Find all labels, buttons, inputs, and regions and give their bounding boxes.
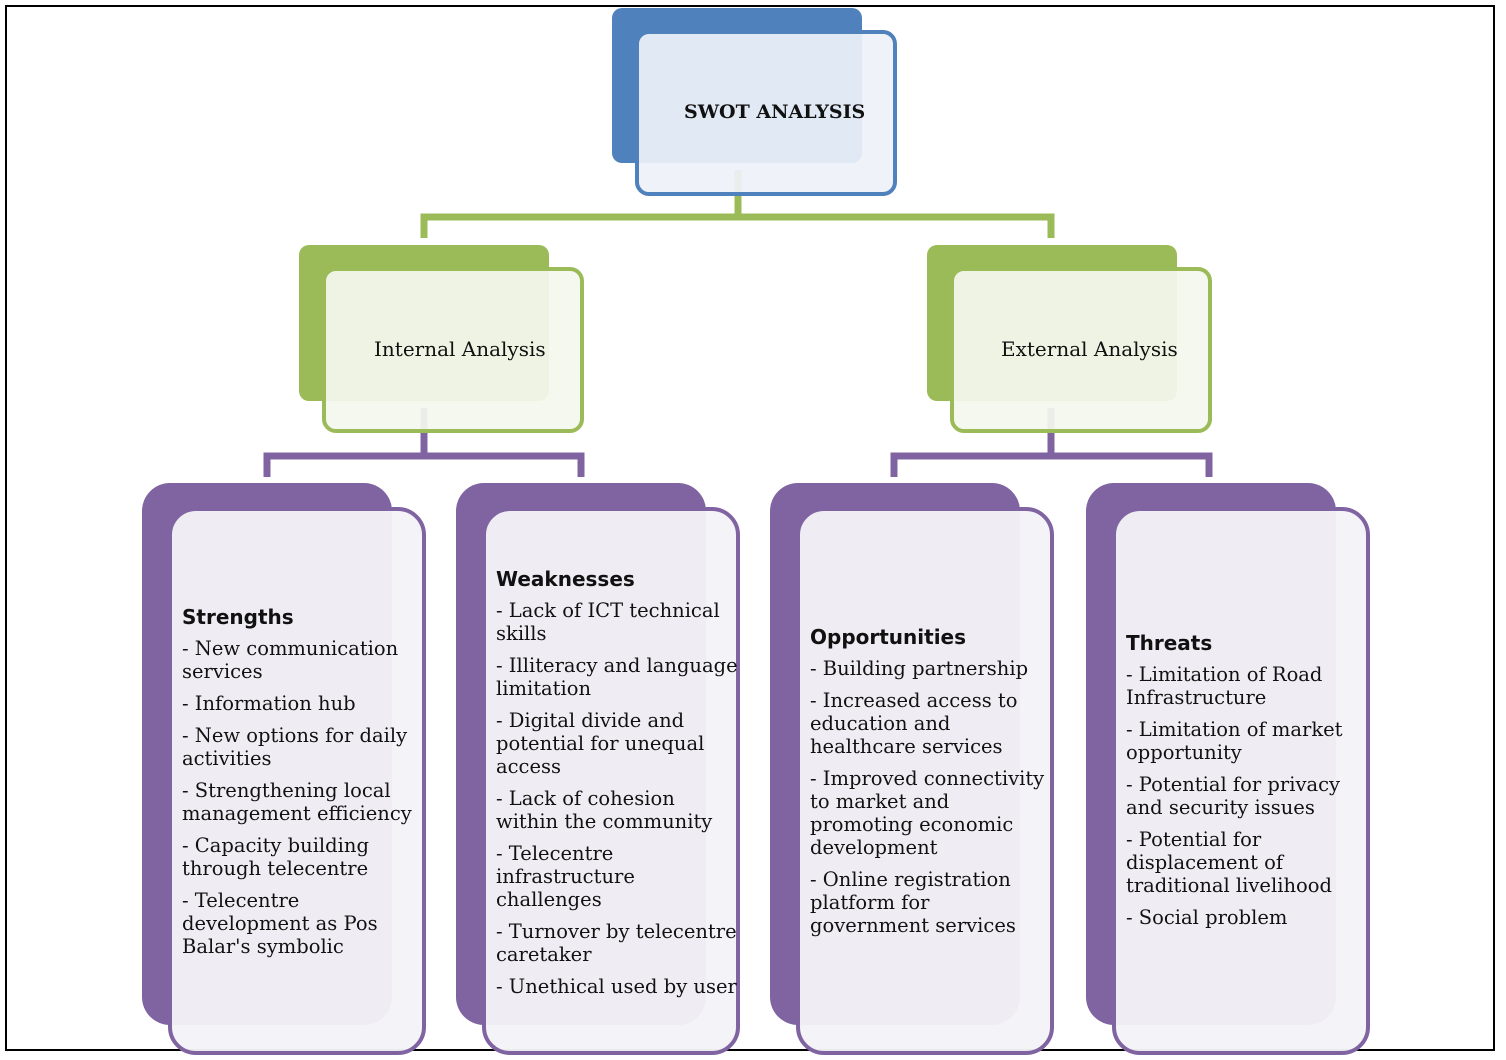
strengths-item: - Telecentre development as Pos Balar's … bbox=[182, 889, 378, 958]
strengths-item: - New communication services bbox=[182, 637, 399, 683]
node-front-panel bbox=[950, 267, 1212, 433]
threats-content: Threats - Limitation of Road Infrastruct… bbox=[1126, 632, 1370, 938]
swot-analysis-title: SWOT ANALYSIS bbox=[684, 101, 866, 123]
threats-item: - Social problem bbox=[1126, 906, 1288, 929]
opportunities-content: Opportunities - Building partnership - I… bbox=[810, 626, 1054, 946]
threats-node: Threats - Limitation of Road Infrastruct… bbox=[1086, 483, 1370, 1055]
internal-analysis-node: Internal Analysis bbox=[299, 245, 584, 433]
weaknesses-item: - Turnover by telecentre caretaker bbox=[496, 920, 737, 966]
opportunities-item: - Online registration platform for gover… bbox=[810, 868, 1016, 937]
external-analysis-node: External Analysis bbox=[927, 245, 1212, 433]
weaknesses-heading: Weaknesses bbox=[496, 567, 635, 591]
internal-analysis-label: Internal Analysis bbox=[374, 337, 546, 361]
threats-item: - Potential for privacy and security iss… bbox=[1126, 773, 1341, 819]
strengths-item: - Capacity building through telecentre bbox=[182, 834, 369, 880]
node-front-panel bbox=[168, 507, 426, 1055]
strengths-item: - New options for daily activities bbox=[182, 724, 408, 770]
strengths-item: - Information hub bbox=[182, 692, 356, 715]
strengths-item: - Strengthening local management efficie… bbox=[182, 779, 412, 825]
opportunities-node: Opportunities - Building partnership - I… bbox=[770, 483, 1054, 1055]
threats-item: - Limitation of market opportunity bbox=[1126, 718, 1343, 764]
node-front-panel bbox=[1112, 507, 1370, 1055]
threats-item: - Potential for displacement of traditio… bbox=[1126, 828, 1332, 897]
opportunities-heading: Opportunities bbox=[810, 625, 967, 649]
swot-analysis-node: SWOT ANALYSIS bbox=[612, 8, 897, 196]
weaknesses-item: - Illiteracy and language limitation bbox=[496, 654, 738, 700]
weaknesses-item: - Lack of cohesion within the community bbox=[496, 787, 713, 833]
node-front-panel bbox=[482, 507, 740, 1055]
weaknesses-node: Weaknesses - Lack of ICT technical skill… bbox=[456, 483, 740, 1055]
opportunities-item: - Building partnership bbox=[810, 657, 1029, 680]
weaknesses-item: - Digital divide and potential for unequ… bbox=[496, 709, 705, 778]
node-front-panel bbox=[322, 267, 584, 433]
weaknesses-item: - Unethical used by user bbox=[496, 975, 737, 998]
weaknesses-item: - Lack of ICT technical skills bbox=[496, 599, 720, 645]
strengths-node: Strengths - New communication services -… bbox=[142, 483, 426, 1055]
diagram-frame bbox=[5, 5, 1495, 1051]
opportunities-item: - Increased access to education and heal… bbox=[810, 689, 1018, 758]
opportunities-item: - Improved connectivity to market and pr… bbox=[810, 767, 1045, 859]
threats-heading: Threats bbox=[1126, 631, 1213, 655]
node-front-panel bbox=[635, 30, 897, 196]
strengths-heading: Strengths bbox=[182, 605, 294, 629]
strengths-content: Strengths - New communication services -… bbox=[182, 606, 426, 967]
weaknesses-content: Weaknesses - Lack of ICT technical skill… bbox=[496, 568, 740, 1007]
weaknesses-item: - Telecentre infrastructure challenges bbox=[496, 842, 635, 911]
node-front-panel bbox=[796, 507, 1054, 1055]
external-analysis-label: External Analysis bbox=[1001, 337, 1178, 361]
threats-item: - Limitation of Road Infrastructure bbox=[1126, 663, 1323, 709]
